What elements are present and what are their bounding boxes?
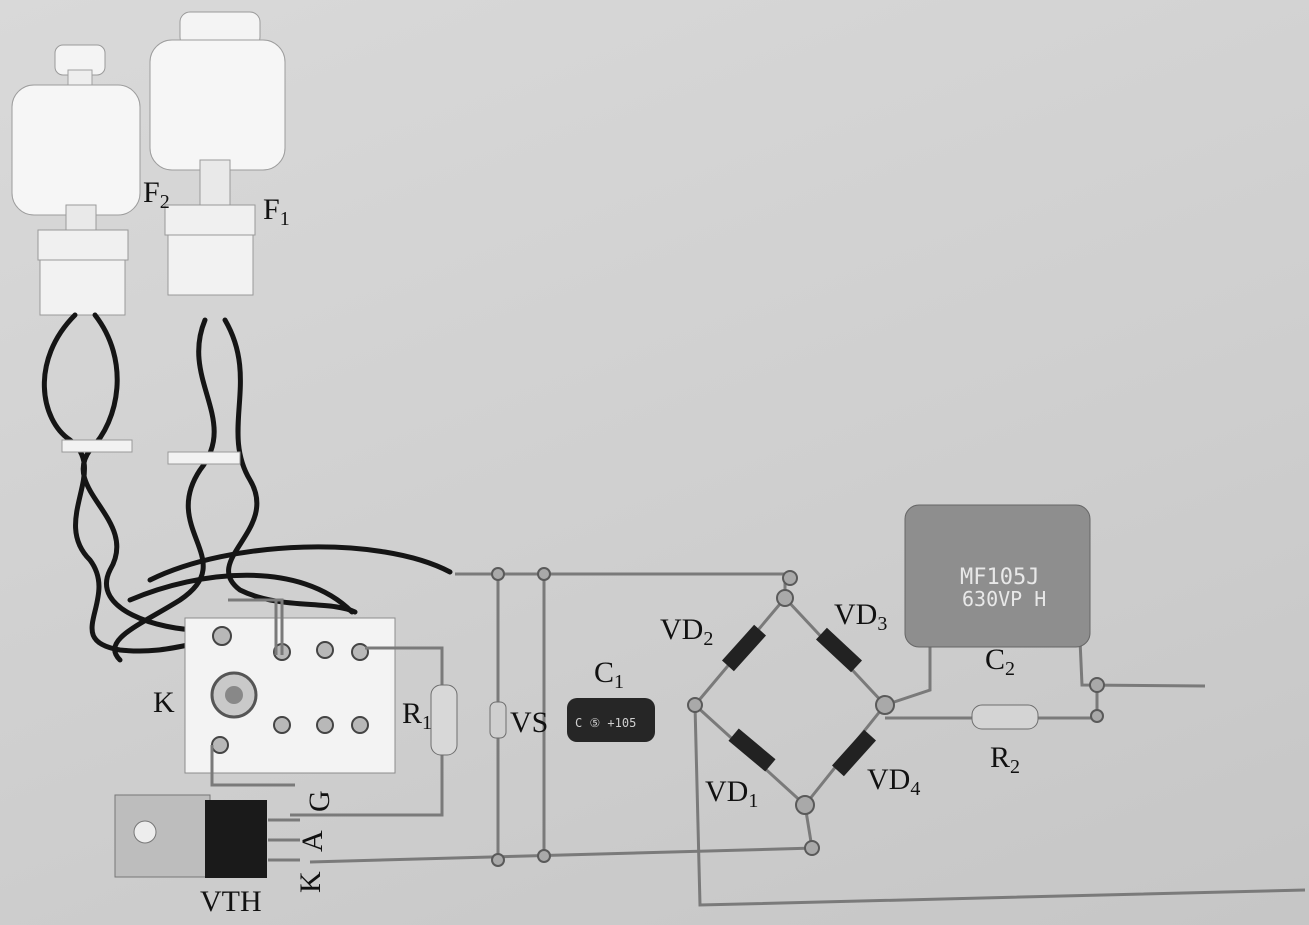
label-vd1: VD1 <box>705 775 759 812</box>
thyristor-vth <box>114 794 267 878</box>
solder-joints <box>491 567 1105 867</box>
diode-bridge <box>721 624 877 777</box>
zener-vs <box>489 701 507 739</box>
cable-tie <box>167 451 241 465</box>
cable-tie <box>61 439 133 453</box>
label-pin-k: K <box>294 871 327 893</box>
float-switch-f1 <box>149 11 286 296</box>
label-vth: VTH <box>200 885 262 918</box>
label-pin-a: A <box>296 830 329 852</box>
label-relay-k: K <box>153 686 175 719</box>
float-switch-f2 <box>11 44 141 316</box>
c1-marking: C ⑤ +105 <box>575 716 636 730</box>
capacitor-c1: C ⑤ +105 <box>567 698 655 742</box>
label-vd4: VD4 <box>867 763 921 800</box>
label-f2: F2 <box>143 176 170 213</box>
sensor-cables <box>41 312 453 663</box>
label-pin-g: G <box>303 790 336 812</box>
label-vd3: VD3 <box>834 598 888 635</box>
capacitor-c2: MF105J 630VP H <box>904 504 1091 648</box>
c2-marking-line1: MF105J <box>960 565 1039 590</box>
label-c1: C1 <box>594 656 625 693</box>
relay-k <box>184 617 396 774</box>
label-r2: R2 <box>990 741 1021 778</box>
label-c2: C2 <box>985 643 1016 680</box>
resistor-r1 <box>430 684 458 756</box>
c2-marking-line2: 630VP H <box>962 587 1046 611</box>
label-f1: F1 <box>263 193 290 230</box>
resistor-r2 <box>971 704 1039 730</box>
label-vd2: VD2 <box>660 613 714 650</box>
label-vs: VS <box>510 706 549 739</box>
label-r1: R1 <box>402 697 433 734</box>
